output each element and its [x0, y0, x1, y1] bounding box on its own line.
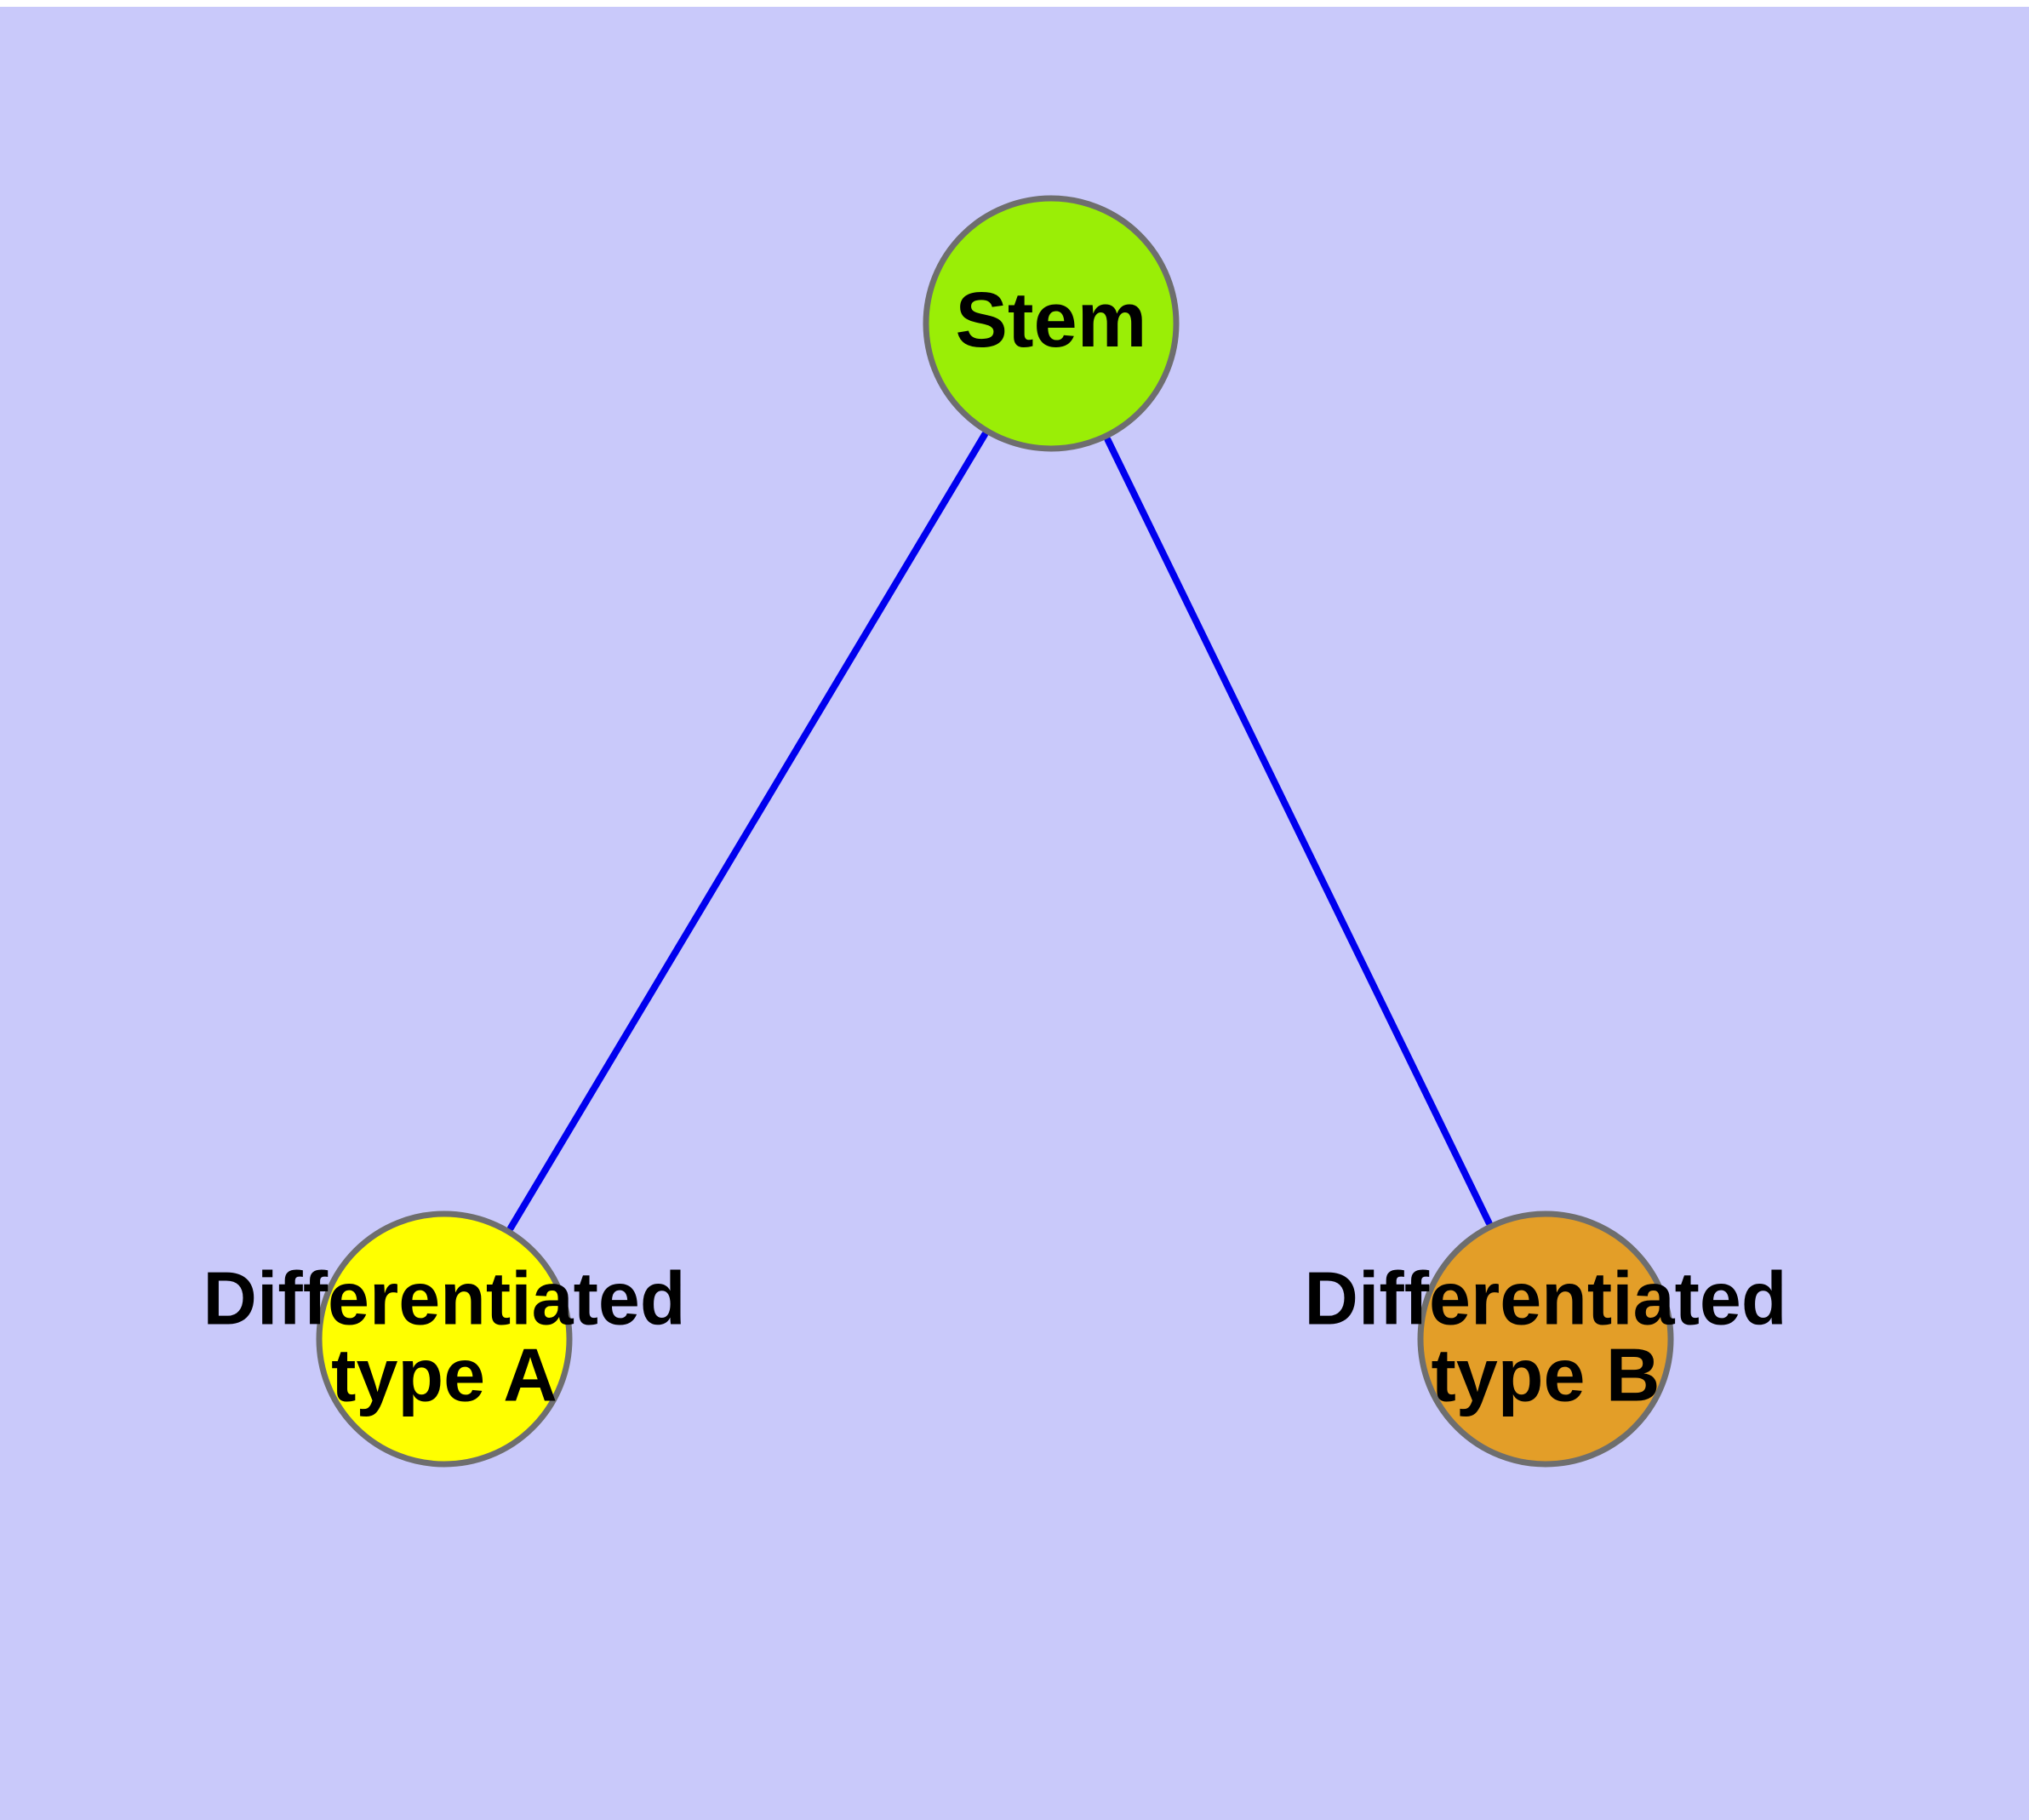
node-differentiated-type-a[interactable] [316, 1210, 573, 1468]
edge-stem-diff-a[interactable] [506, 431, 989, 1232]
graph-svg [316, 195, 1674, 1468]
diagram-plot-area: Stem Differentiated type A Differentiate… [0, 7, 2029, 1820]
edge-stem-diff-b[interactable] [1104, 436, 1493, 1227]
node-differentiated-type-b[interactable] [1417, 1210, 1674, 1468]
node-stem[interactable] [923, 195, 1180, 452]
